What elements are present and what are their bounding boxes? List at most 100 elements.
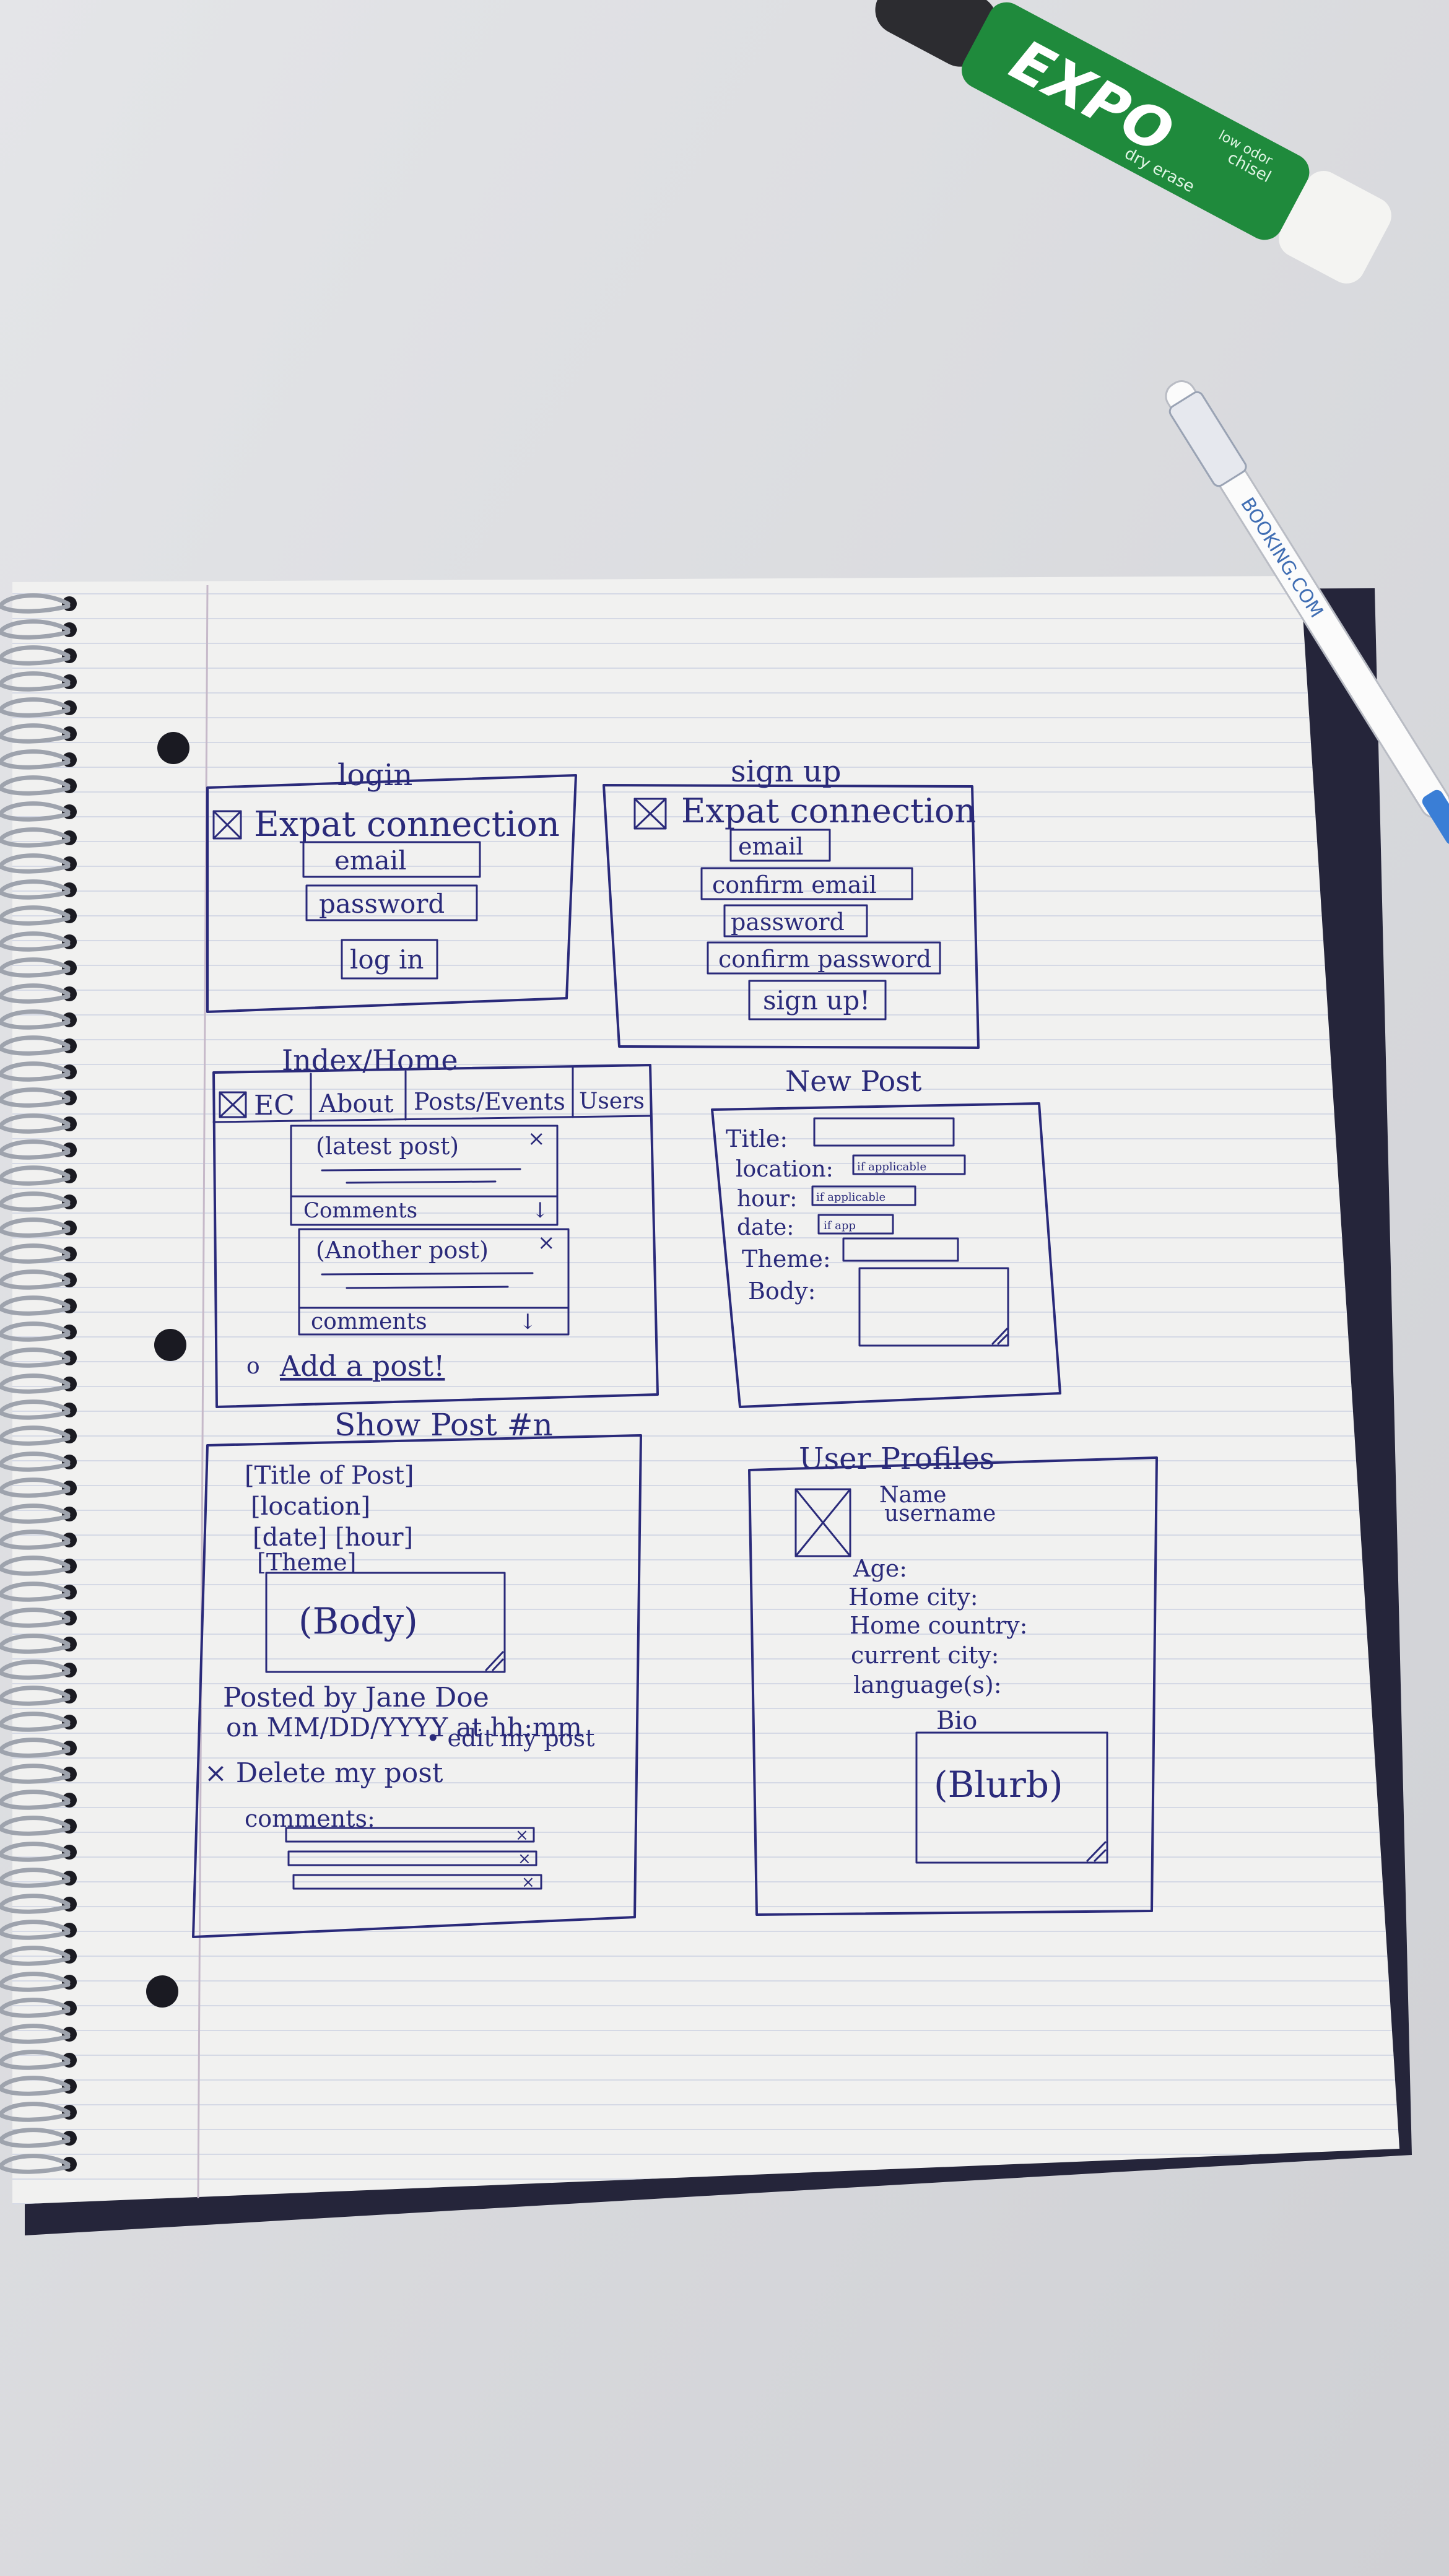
profiles-field-languages: language(s):: [853, 1671, 1002, 1699]
signup-confirm-password-field: [707, 941, 941, 975]
spiral-coil: [0, 775, 71, 796]
login-button-label: log in: [350, 944, 424, 975]
newpost-date-field: [817, 1214, 894, 1235]
spiral-coil: [0, 645, 71, 666]
tab-about: About: [318, 1090, 393, 1118]
spiral-coil: [0, 1191, 71, 1212]
spiral-coil: [0, 2050, 71, 2070]
spiral-coil: [0, 827, 71, 848]
index-post-card-2: [298, 1228, 570, 1336]
showpost-caption: Show Post #n: [334, 1407, 553, 1443]
profiles-avatar-placeholder: [794, 1488, 851, 1557]
profiles-name: Name: [879, 1482, 946, 1508]
spiral-coil: [0, 1035, 71, 1056]
login-caption: login: [337, 758, 412, 793]
profiles-bio-label: Bio: [936, 1707, 977, 1735]
spiral-coil: [0, 1946, 71, 1966]
login-email-label: email: [334, 845, 407, 876]
showpost-delete-link: × Delete my post: [204, 1757, 443, 1789]
index-post-1-expand: ↓: [531, 1198, 549, 1223]
index-post-2-close: ×: [537, 1230, 555, 1255]
newpost-date-label: date:: [737, 1215, 794, 1240]
profiles-field-home-country: Home country:: [850, 1612, 1027, 1639]
newpost-body-field: [858, 1267, 1009, 1347]
spiral-coil: [0, 593, 71, 614]
newpost-caption: New Post: [785, 1064, 922, 1098]
spiral-coil: [0, 1425, 71, 1446]
spiral-binding: [0, 593, 77, 2174]
spiral-coil: [0, 1269, 71, 1290]
showpost-body: (Body): [298, 1600, 418, 1642]
spiral-coil: [0, 1217, 71, 1238]
spiral-coil: [0, 2154, 71, 2174]
spiral-coil: [0, 1243, 71, 1264]
showpost-posted-on: on MM/DD/YYYY at hh:mm: [226, 1712, 582, 1743]
index-add-post-bullet: o: [246, 1354, 260, 1379]
spiral-coil: [0, 2102, 71, 2122]
spiral-coil: [0, 879, 71, 900]
spiral-coil: [0, 1165, 71, 1186]
spiral-coil: [0, 1373, 71, 1394]
spiral-coil: [0, 1920, 71, 1940]
spiral-coil: [0, 1634, 71, 1654]
spiral-coil: [0, 1972, 71, 1992]
spiral-coil: [0, 1686, 71, 1706]
punch-hole: [157, 732, 189, 764]
signup-sketch: sign up Expat connection email confirm e…: [603, 754, 980, 1049]
spiral-coil: [0, 1347, 71, 1368]
newpost-hour-hint: if applicable: [816, 1191, 886, 1204]
spiral-coil: [0, 983, 71, 1004]
login-sketch: login Expat connection email password lo…: [206, 758, 577, 1013]
spiral-coil: [0, 957, 71, 978]
showpost-edit-link: • edit my post: [426, 1725, 594, 1752]
spiral-coil: [0, 931, 71, 952]
spiral-coil: [0, 1842, 71, 1862]
spiral-coil: [0, 1816, 71, 1836]
showpost-theme: [Theme]: [257, 1549, 356, 1576]
spiral-coil: [0, 723, 71, 744]
showpost-comment-delete: ×: [521, 1873, 535, 1892]
newpost-theme-field: [842, 1237, 959, 1262]
spiral-coil: [0, 1295, 71, 1316]
spiral-coil: [0, 1477, 71, 1498]
signup-logo-placeholder: [633, 798, 667, 830]
newpost-body-label: Body:: [748, 1277, 816, 1305]
newpost-date-hint: if app: [824, 1219, 856, 1232]
punch-hole: [146, 1975, 178, 2008]
signup-confirm-email-label: confirm email: [712, 871, 877, 899]
tab-ec: EC: [254, 1090, 295, 1121]
notebook-page: [12, 576, 1399, 2204]
login-button: [341, 939, 438, 980]
spiral-coil: [0, 1790, 71, 1810]
spiral-coil: [0, 1556, 71, 1576]
signup-brand: Expat connection: [681, 791, 976, 830]
showpost-date-hour: [date] [hour]: [253, 1523, 413, 1552]
spiral-coil: [0, 1087, 71, 1108]
newpost-location-hint: if applicable: [857, 1160, 926, 1173]
spiral-coil: [0, 905, 71, 926]
spiral-coil: [0, 1608, 71, 1628]
spiral-coil: [0, 1738, 71, 1758]
profiles-field-home-city: Home city:: [848, 1583, 978, 1611]
newpost-location-field: [852, 1154, 966, 1175]
index-post-1-comments: Comments: [303, 1198, 417, 1223]
spiral-coil: [0, 1764, 71, 1784]
showpost-location: [location]: [251, 1492, 370, 1521]
spiral-coil: [0, 671, 71, 692]
spiral-coil: [0, 1009, 71, 1030]
profiles-bio-box: [915, 1731, 1108, 1864]
signup-password-field: [723, 904, 868, 938]
newpost-title-field: [813, 1117, 955, 1147]
signup-button: [748, 980, 887, 1020]
newpost-location-label: location:: [736, 1157, 833, 1182]
spiral-coil: [0, 697, 71, 718]
expo-marker: EXPO dry erase chisel low odor: [875, 0, 1391, 284]
signup-email-label: email: [738, 833, 803, 860]
spiral-coil: [0, 1061, 71, 1082]
index-post-2-comments: comments: [311, 1309, 427, 1334]
punch-hole: [154, 1329, 186, 1361]
margin-line: [197, 585, 209, 2199]
showpost-sketch: Show Post #n [Title of Post] [location] …: [192, 1407, 642, 1938]
spiral-coil: [0, 1503, 71, 1524]
